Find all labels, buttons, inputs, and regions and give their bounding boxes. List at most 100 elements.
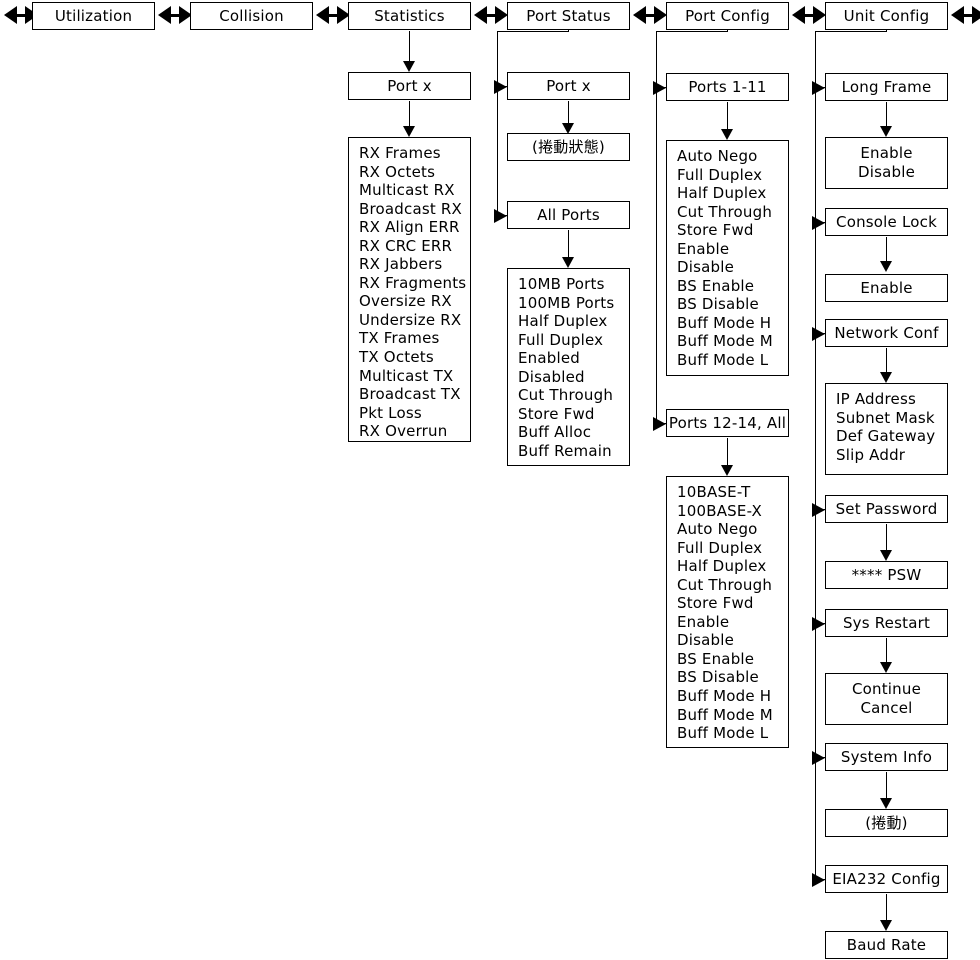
ports-1-11-option-list[interactable]: Auto Nego Full Duplex Half Duplex Cut Th… [666, 140, 789, 376]
menu-item-unit-config[interactable]: Unit Config [825, 2, 948, 30]
arrow-head-system-info [812, 751, 825, 765]
list-item: RX Overrun [359, 422, 448, 441]
list-item: Buff Mode L [677, 351, 769, 370]
node-ports-12-14-all[interactable]: Ports 12-14, All [666, 409, 789, 437]
connector-port-status-spine [497, 31, 498, 216]
down-arrow-network-conf-to-list [880, 348, 893, 383]
node-system-info-label: System Info [840, 747, 933, 766]
list-item: Broadcast RX [359, 199, 463, 218]
down-arrow-console-lock-to-enable [880, 237, 893, 272]
left-right-arrow-icon-5 [792, 6, 826, 24]
list-item: Disabled [518, 367, 585, 386]
list-item: Half Duplex [677, 557, 767, 576]
list-item: Buff Mode L [677, 724, 769, 743]
long-frame-option-enable: Enable [860, 144, 913, 162]
node-ports-1-11[interactable]: Ports 1-11 [666, 73, 789, 101]
arrow-head-port-status-portx [494, 80, 507, 94]
node-system-info[interactable]: System Info [825, 743, 948, 771]
node-statistics-port-x-label: Port x [387, 76, 432, 95]
list-item: Half Duplex [518, 312, 608, 331]
list-item: Buff Mode H [677, 687, 772, 706]
arrow-head-port-status-allports [494, 209, 507, 223]
down-arrow-portstatus-portx-detail [562, 101, 575, 134]
arrow-head-long-frame [812, 81, 825, 95]
left-right-arrow-icon-4 [633, 6, 667, 24]
all-ports-status-list[interactable]: 10MB Ports 100MB Ports Half Duplex Full … [507, 268, 630, 466]
list-item: BS Enable [677, 276, 755, 295]
node-baud-rate[interactable]: Baud Rate [825, 931, 948, 959]
menu-item-port-status[interactable]: Port Status [507, 2, 630, 30]
node-long-frame[interactable]: Long Frame [825, 73, 948, 101]
list-item: Full Duplex [518, 330, 604, 349]
list-item: Broadcast TX [359, 385, 461, 404]
list-item: RX Octets [359, 162, 436, 181]
menu-item-port-status-label: Port Status [526, 6, 611, 25]
arrow-head-eia232-config [812, 873, 825, 887]
list-item: TX Octets [359, 348, 434, 367]
node-statistics-port-x[interactable]: Port x [348, 72, 471, 100]
password-value-label: **** PSW [851, 565, 922, 584]
left-right-arrow-icon-2 [316, 6, 350, 24]
left-right-arrow-icon-1 [158, 6, 192, 24]
node-all-ports[interactable]: All Ports [507, 201, 630, 229]
down-arrow-ports12-14-to-list [721, 438, 734, 476]
down-arrow-sys-restart-to-options [880, 638, 893, 673]
menu-item-port-config[interactable]: Port Config [666, 2, 789, 30]
console-lock-option-enable: Enable [860, 278, 913, 297]
list-item: RX Jabbers [359, 255, 443, 274]
list-item: Def Gateway [836, 427, 936, 446]
menu-item-unit-config-label: Unit Config [843, 6, 930, 25]
node-network-conf[interactable]: Network Conf [825, 319, 948, 347]
list-item: Full Duplex [677, 538, 763, 557]
statistics-counter-list[interactable]: RX Frames RX Octets Multicast RX Broadca… [348, 137, 471, 442]
left-right-arrow-icon-3 [474, 6, 508, 24]
node-baud-rate-label: Baud Rate [846, 935, 927, 954]
node-eia232-config-label: EIA232 Config [832, 869, 941, 888]
arrow-head-sys-restart [812, 617, 825, 631]
console-lock-options[interactable]: Enable [825, 274, 948, 302]
arrow-head-set-password [812, 503, 825, 517]
node-ports-1-11-label: Ports 1-11 [688, 77, 767, 96]
arrow-head-console-lock [812, 216, 825, 230]
down-arrow-allports-to-list [562, 230, 575, 268]
list-item: Subnet Mask [836, 408, 935, 427]
node-port-status-scroll-detail-label: (捲動狀態) [532, 137, 605, 156]
ports-12-14-all-option-list[interactable]: 10BASE-T 100BASE-X Auto Nego Full Duplex… [666, 476, 789, 748]
menu-item-utilization[interactable]: Utilization [32, 2, 155, 30]
menu-item-collision-label: Collision [219, 6, 284, 25]
down-arrow-portx-to-stats-list [403, 101, 416, 137]
node-system-info-scroll-detail-label: (捲動) [865, 813, 908, 832]
node-system-info-scroll-detail[interactable]: (捲動) [825, 809, 948, 837]
node-console-lock-label: Console Lock [836, 212, 937, 231]
long-frame-options[interactable]: Enable Disable [825, 137, 948, 189]
node-set-password[interactable]: Set Password [825, 495, 948, 523]
node-port-status-port-x[interactable]: Port x [507, 72, 630, 100]
list-item: Multicast RX [359, 181, 455, 200]
down-arrow-statistics-to-portx [403, 31, 416, 72]
node-eia232-config[interactable]: EIA232 Config [825, 865, 948, 893]
menu-item-statistics[interactable]: Statistics [348, 2, 471, 30]
down-arrow-long-frame-to-options [880, 102, 893, 137]
list-item: 10BASE-T [677, 483, 751, 501]
left-right-arrow-icon-6 [951, 6, 980, 24]
node-sys-restart[interactable]: Sys Restart [825, 609, 948, 637]
list-item: Disable [677, 258, 735, 277]
menu-item-collision[interactable]: Collision [190, 2, 313, 30]
password-value-field[interactable]: **** PSW [825, 561, 948, 589]
list-item: Cut Through [518, 386, 614, 405]
list-item: Cut Through [677, 202, 773, 221]
long-frame-option-disable: Disable [857, 163, 916, 181]
list-item: RX Fragments [359, 273, 467, 292]
network-conf-list[interactable]: IP Address Subnet Mask Def Gateway Slip … [825, 383, 948, 475]
menu-item-utilization-label: Utilization [54, 6, 133, 25]
arrow-head-ports-12-14-all [653, 417, 666, 431]
node-port-status-port-x-label: Port x [546, 76, 591, 95]
list-item: RX Frames [359, 144, 441, 162]
node-port-status-scroll-detail[interactable]: (捲動狀態) [507, 133, 630, 161]
down-arrow-set-password-to-psw [880, 524, 893, 561]
sys-restart-options[interactable]: Continue Cancel [825, 673, 948, 725]
list-item: Auto Nego [677, 520, 758, 539]
list-item: TX Frames [359, 329, 440, 348]
node-console-lock[interactable]: Console Lock [825, 208, 948, 236]
